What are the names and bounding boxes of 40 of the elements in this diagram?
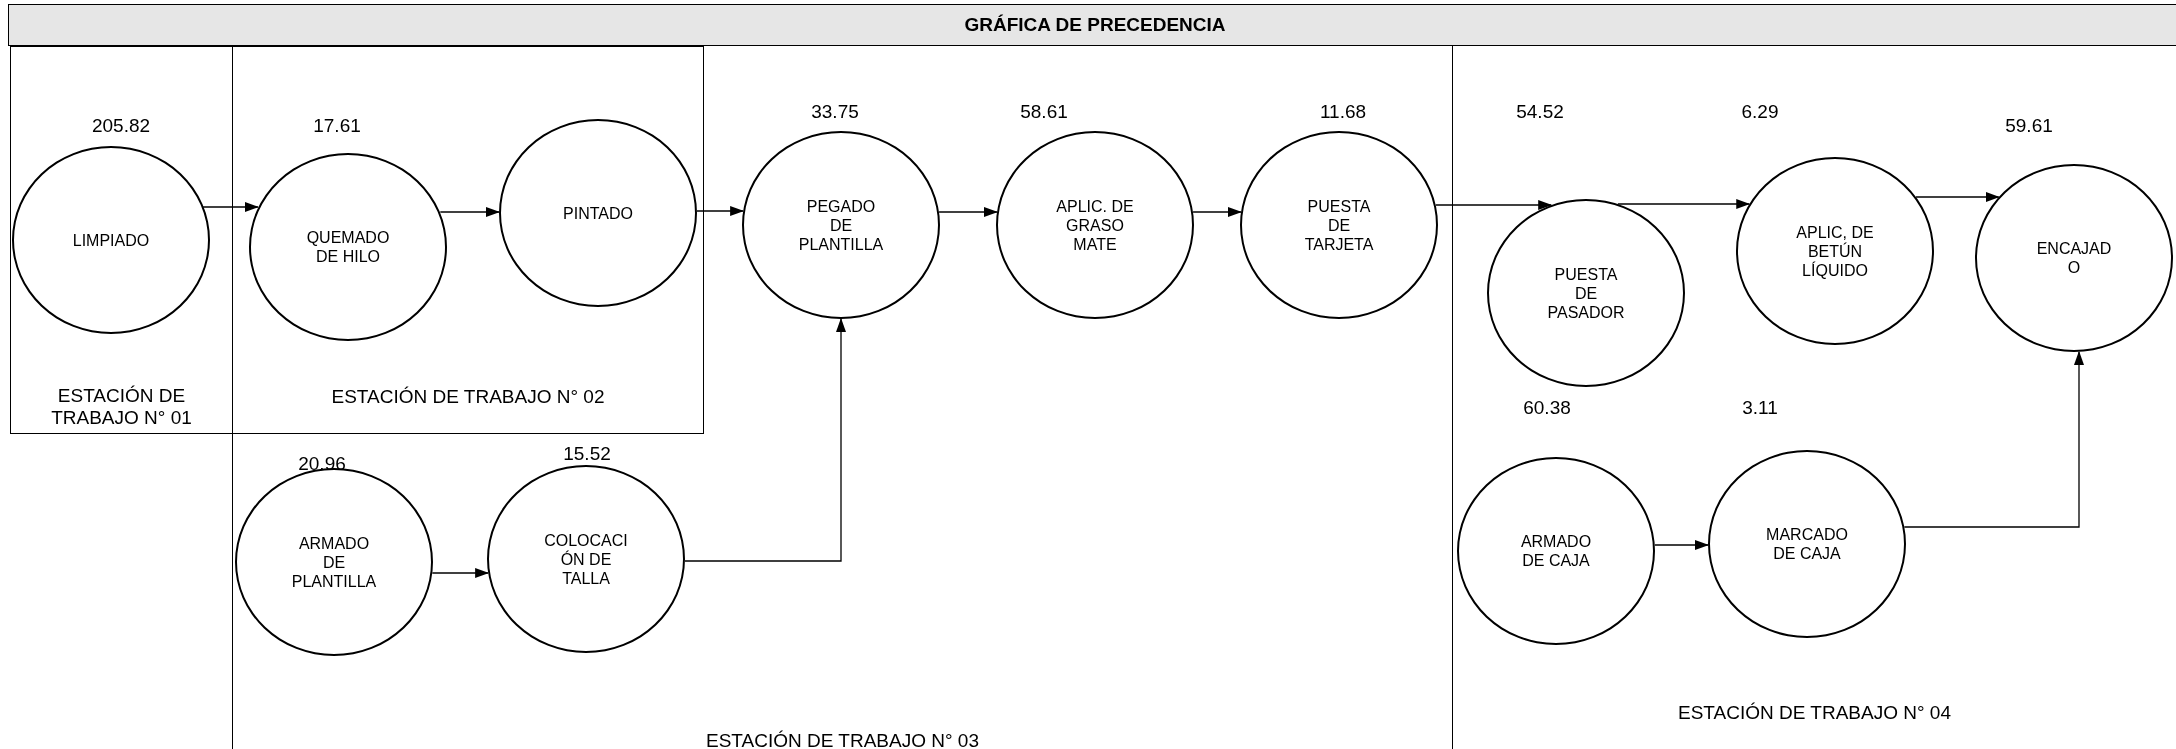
workstation-label: ESTACIÓN DE TRABAJO N° 02 [330, 384, 606, 409]
arrow [202, 202, 259, 212]
arrow [1903, 350, 2084, 528]
workstation-label: ESTACIÓN DE TRABAJO N° 03 [705, 728, 980, 749]
title-bar: GRÁFICA DE PRECEDENCIA [8, 4, 2176, 46]
duration-label: 33.75 [811, 100, 859, 124]
task-circle: QUEMADO DE HILO [249, 153, 447, 341]
workstation-label: ESTACIÓN DE TRABAJO N° 04 [1677, 700, 1952, 725]
duration-label: 3.11 [1742, 396, 1778, 420]
duration-label: 60.38 [1523, 396, 1571, 420]
duration-label: 6.29 [1741, 100, 1779, 124]
arrow [696, 206, 745, 216]
arrow [938, 207, 998, 217]
workstation-area [233, 46, 1453, 749]
task-circle: PINTADO [499, 119, 697, 307]
duration-label: 59.61 [2005, 114, 2053, 138]
task-circle: ENCAJAD O [1975, 164, 2173, 352]
duration-label: 205.82 [91, 114, 151, 138]
task-circle: APLIC. DE GRASO MATE [996, 131, 1194, 319]
task-circle: PUESTA DE PASADOR [1487, 199, 1685, 387]
workstation-label: ESTACIÓN DE TRABAJO N° 01 [50, 385, 193, 429]
arrow [431, 568, 490, 578]
arrow [684, 318, 846, 562]
arrow [439, 207, 500, 217]
task-circle: ARMADO DE CAJA [1457, 457, 1655, 645]
workstation-area [10, 46, 233, 434]
duration-label: 11.68 [1319, 100, 1367, 124]
duration-label: 17.61 [313, 114, 361, 138]
arrow [1192, 207, 1242, 217]
duration-label: 58.61 [1020, 100, 1068, 124]
duration-label: 15.52 [563, 442, 611, 466]
duration-label: 54.52 [1516, 100, 1564, 124]
task-circle: COLOCACI ÓN DE TALLA [487, 465, 685, 653]
task-circle: PEGADO DE PLANTILLA [742, 131, 940, 319]
workstation-area [233, 46, 704, 434]
task-circle: LIMPIADO [12, 146, 210, 334]
task-circle: PUESTA DE TARJETA [1240, 131, 1438, 319]
arrow [1654, 540, 1709, 550]
task-circle: MARCADO DE CAJA [1708, 450, 1906, 638]
task-circle: APLIC, DE BETÚN LÍQUIDO [1736, 157, 1934, 345]
